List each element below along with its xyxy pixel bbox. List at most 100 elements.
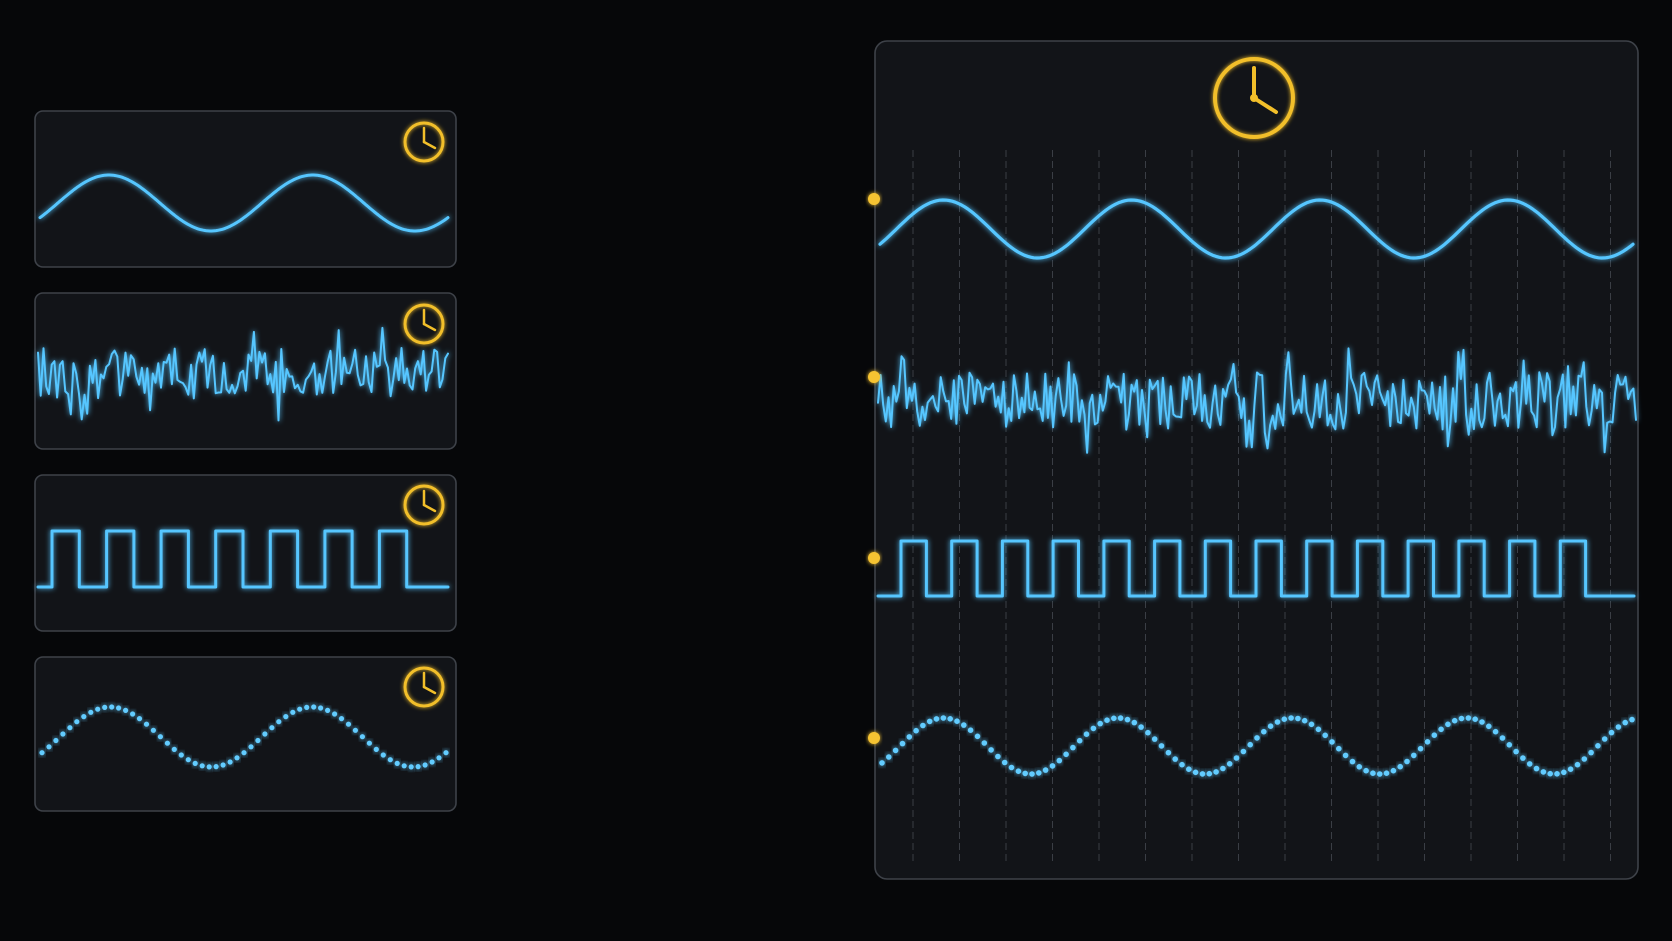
sample-dot	[1179, 761, 1185, 768]
sample-dot	[1233, 755, 1240, 761]
sample-dot	[1308, 721, 1315, 728]
sample-dot	[290, 709, 296, 715]
sample-dot	[1486, 723, 1492, 730]
sample-dot	[318, 705, 324, 711]
sample-dot	[1356, 764, 1363, 770]
sample-dot	[1411, 752, 1417, 759]
sample-dot	[394, 760, 400, 767]
sample-dot	[988, 747, 994, 753]
noise-trace	[37, 326, 449, 422]
sample-dot	[1131, 719, 1138, 726]
sample-dot	[1288, 715, 1294, 721]
sample-dot	[1042, 767, 1049, 773]
sine-trace	[38, 173, 450, 233]
sample-dot	[933, 716, 940, 722]
sample-dot	[1363, 767, 1369, 774]
sample-dot	[961, 722, 967, 728]
sample-dot	[1049, 763, 1056, 769]
sample-dot	[1431, 732, 1438, 738]
sample-dot	[1145, 729, 1151, 736]
sample-dot	[1629, 716, 1635, 723]
sample-dot	[241, 750, 247, 756]
sample-dot	[325, 707, 331, 714]
sine-trace-main	[878, 198, 1635, 260]
sample-dot	[1622, 719, 1628, 726]
connector-sine	[456, 193, 880, 205]
sample-dot	[1370, 770, 1376, 776]
sample-dot	[255, 737, 261, 744]
sample-dot	[1506, 742, 1513, 748]
sample-dot	[1581, 756, 1588, 762]
sine-waveform	[38, 173, 450, 233]
main-panel-waveforms	[876, 198, 1637, 777]
sample-dot	[1301, 717, 1308, 724]
sample-dot	[1206, 770, 1213, 777]
sample-dot	[387, 757, 393, 763]
sample-dot	[429, 759, 435, 765]
sample-dot	[1424, 739, 1431, 745]
sample-dot	[1458, 715, 1465, 722]
sample-dot	[248, 744, 254, 750]
sample-dot	[1138, 724, 1144, 730]
square-trace	[36, 529, 450, 589]
sample-dot	[123, 707, 129, 714]
sample-dot	[436, 755, 442, 761]
sample-dot	[443, 750, 449, 756]
sample-dot	[116, 705, 122, 711]
sample-dot	[297, 706, 303, 712]
sample-dot	[1029, 771, 1035, 777]
sample-dot	[332, 711, 338, 717]
sample-dot	[920, 722, 926, 729]
sample-dot	[143, 721, 150, 727]
sample-dot	[1220, 765, 1226, 772]
sample-dot	[1056, 757, 1063, 764]
sample-dot	[947, 716, 953, 722]
sample-dot	[1397, 763, 1403, 770]
sample-dot	[415, 764, 421, 770]
sample-dot	[206, 764, 212, 770]
sample-dot	[1547, 770, 1553, 777]
sample-dot	[39, 750, 45, 756]
sample-dot	[67, 725, 73, 731]
sample-dot	[1465, 715, 1472, 721]
sample-dot	[1261, 728, 1267, 735]
sample-dot	[899, 740, 906, 747]
sample-dot	[1267, 723, 1274, 729]
sample-dot	[1199, 771, 1206, 777]
sample-dot	[53, 737, 59, 744]
sample-dot	[1192, 769, 1199, 776]
sample-dot	[1104, 717, 1110, 723]
sample-dot	[1479, 719, 1485, 725]
square-trace-main	[876, 539, 1636, 598]
sample-dot	[1342, 752, 1349, 759]
sample-dot	[1472, 716, 1478, 722]
sample-dot	[1390, 767, 1397, 774]
sample-dot	[1349, 758, 1356, 765]
sample-dot	[1540, 769, 1547, 775]
sample-dot	[46, 744, 52, 750]
clock-icon	[403, 666, 445, 708]
sample-dot	[1226, 761, 1233, 767]
sample-dot	[1451, 717, 1458, 724]
sample-dot	[60, 731, 66, 737]
sample-dot	[913, 727, 919, 734]
sample-dot	[1111, 715, 1117, 722]
sampled-waveform	[39, 704, 449, 770]
sample-dot	[1001, 759, 1008, 766]
sample-dot	[1063, 751, 1069, 758]
sample-dot	[995, 753, 1001, 760]
sample-dot	[95, 706, 101, 712]
sample-dot	[213, 764, 219, 770]
connector-square	[456, 552, 880, 564]
sample-dot	[130, 711, 136, 717]
sample-dot	[1336, 745, 1342, 752]
sample-dot	[892, 747, 899, 754]
sample-dot	[1274, 719, 1281, 725]
sample-dot	[1083, 731, 1090, 737]
sample-dot	[1376, 771, 1383, 777]
sample-dot	[1492, 728, 1499, 735]
connector-noise	[456, 371, 880, 383]
sample-dot	[178, 752, 184, 758]
sample-dot	[1417, 745, 1424, 752]
sample-dot	[422, 762, 428, 768]
